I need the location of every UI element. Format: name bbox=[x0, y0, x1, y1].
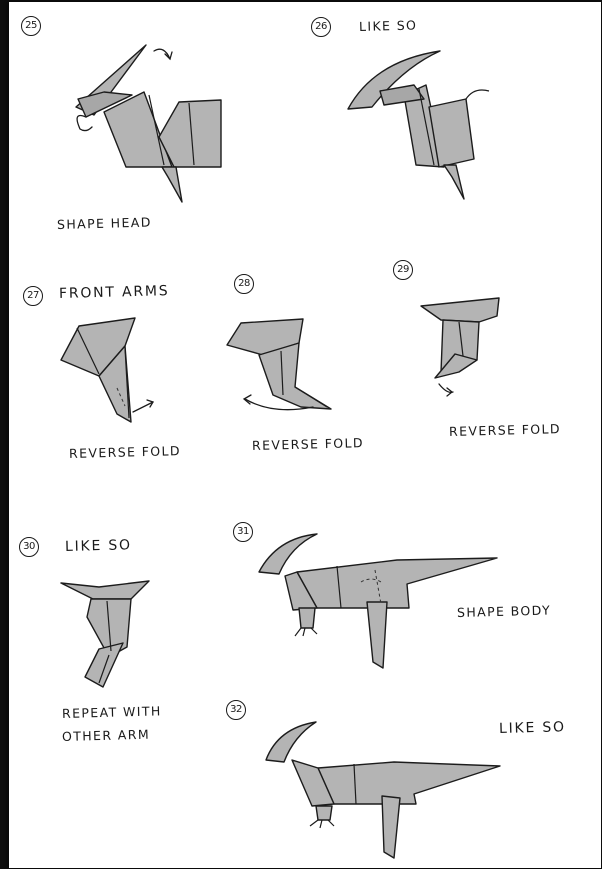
step-27-number: 27 bbox=[23, 286, 43, 306]
step-27-caption: REVERSE FOLD bbox=[68, 443, 182, 461]
step-30-repeat-line2: OTHER ARM bbox=[61, 726, 151, 744]
step-29-caption: REVERSE FOLD bbox=[448, 421, 562, 439]
step-25-number: 25 bbox=[21, 16, 41, 36]
step-26-diagram bbox=[347, 50, 490, 200]
step-32-number: 32 bbox=[226, 700, 246, 720]
step-31-number: 31 bbox=[233, 522, 253, 542]
step-25-caption: SHAPE HEAD bbox=[56, 214, 152, 232]
step-31-caption: SHAPE BODY bbox=[456, 602, 552, 620]
step-32-diagram bbox=[265, 721, 501, 859]
step-27-title: FRONT ARMS bbox=[58, 283, 170, 302]
step-28-diagram bbox=[226, 318, 332, 411]
step-30-diagram bbox=[60, 580, 150, 688]
step-27-diagram bbox=[60, 317, 154, 423]
instruction-sheet: 25 SHAPE HEAD 26 LIKE SO 27 FRONT ARMS R… bbox=[9, 2, 601, 868]
step-31-diagram bbox=[258, 533, 498, 669]
step-30-number: 30 bbox=[19, 537, 39, 557]
step-29-number: 29 bbox=[393, 260, 413, 280]
step-29-diagram bbox=[420, 297, 500, 397]
step-30-repeat-line1: REPEAT WITH bbox=[61, 703, 162, 721]
step-28-caption: REVERSE FOLD bbox=[251, 435, 365, 453]
step-26-number: 26 bbox=[311, 17, 331, 37]
step-30-caption: LIKE SO bbox=[64, 537, 133, 555]
step-25-diagram bbox=[75, 44, 222, 203]
step-26-caption: LIKE SO bbox=[358, 17, 418, 34]
step-28-number: 28 bbox=[234, 274, 254, 294]
